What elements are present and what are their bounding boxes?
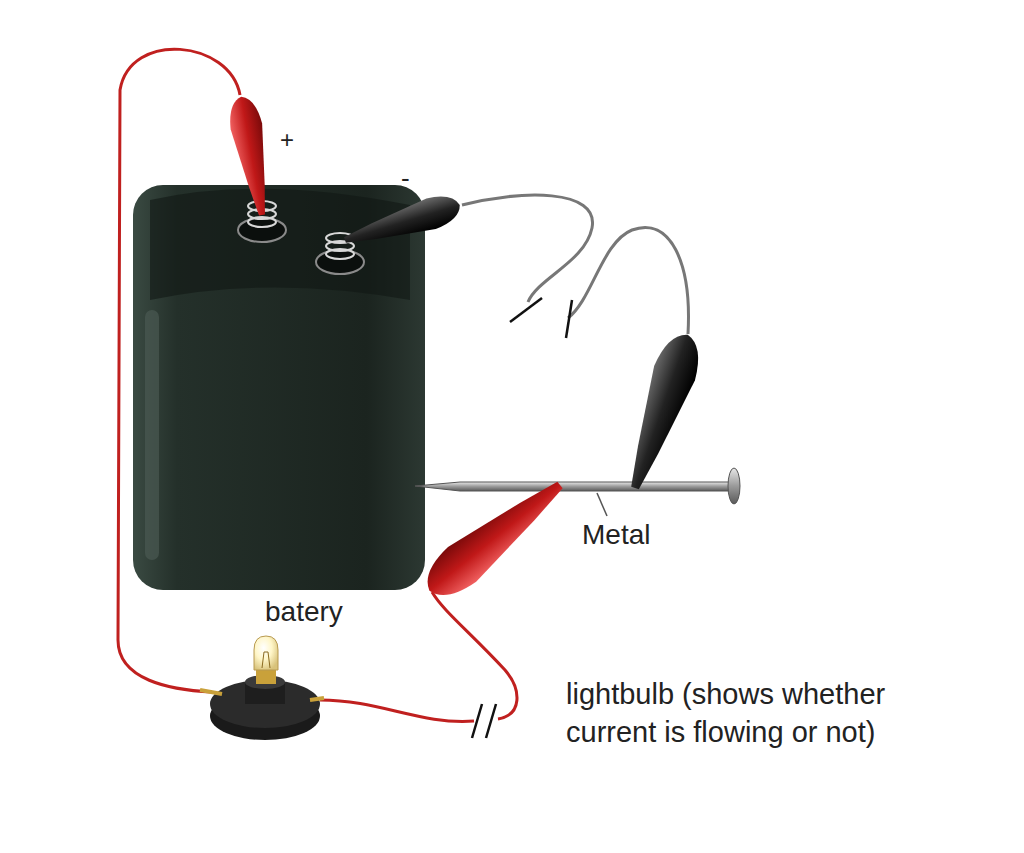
red-clip <box>415 468 574 609</box>
note-label: lightbulb (shows whether current is flow… <box>566 676 946 751</box>
red-clip <box>225 94 277 218</box>
part-label: Metal <box>582 518 650 552</box>
break-symbol <box>472 704 482 738</box>
break-symbol <box>566 300 572 338</box>
battery-body <box>133 185 425 590</box>
lightbulb <box>200 636 324 740</box>
red-wire <box>118 49 240 692</box>
battery-top <box>150 189 410 300</box>
metal-nail <box>415 482 730 491</box>
red-wire <box>320 700 474 721</box>
break-symbol <box>486 704 496 738</box>
leader-line <box>597 493 607 516</box>
polarity-label: + <box>280 126 294 155</box>
black-clip <box>615 328 709 495</box>
break-symbol <box>510 298 542 322</box>
black-clip <box>340 190 464 256</box>
nail-head <box>728 468 740 504</box>
battery-highlight <box>145 310 159 560</box>
part-label: batery <box>262 595 346 629</box>
black-wire <box>568 227 688 334</box>
black-wire <box>462 195 593 302</box>
red-wire <box>432 592 517 719</box>
polarity-label: - <box>401 163 410 194</box>
